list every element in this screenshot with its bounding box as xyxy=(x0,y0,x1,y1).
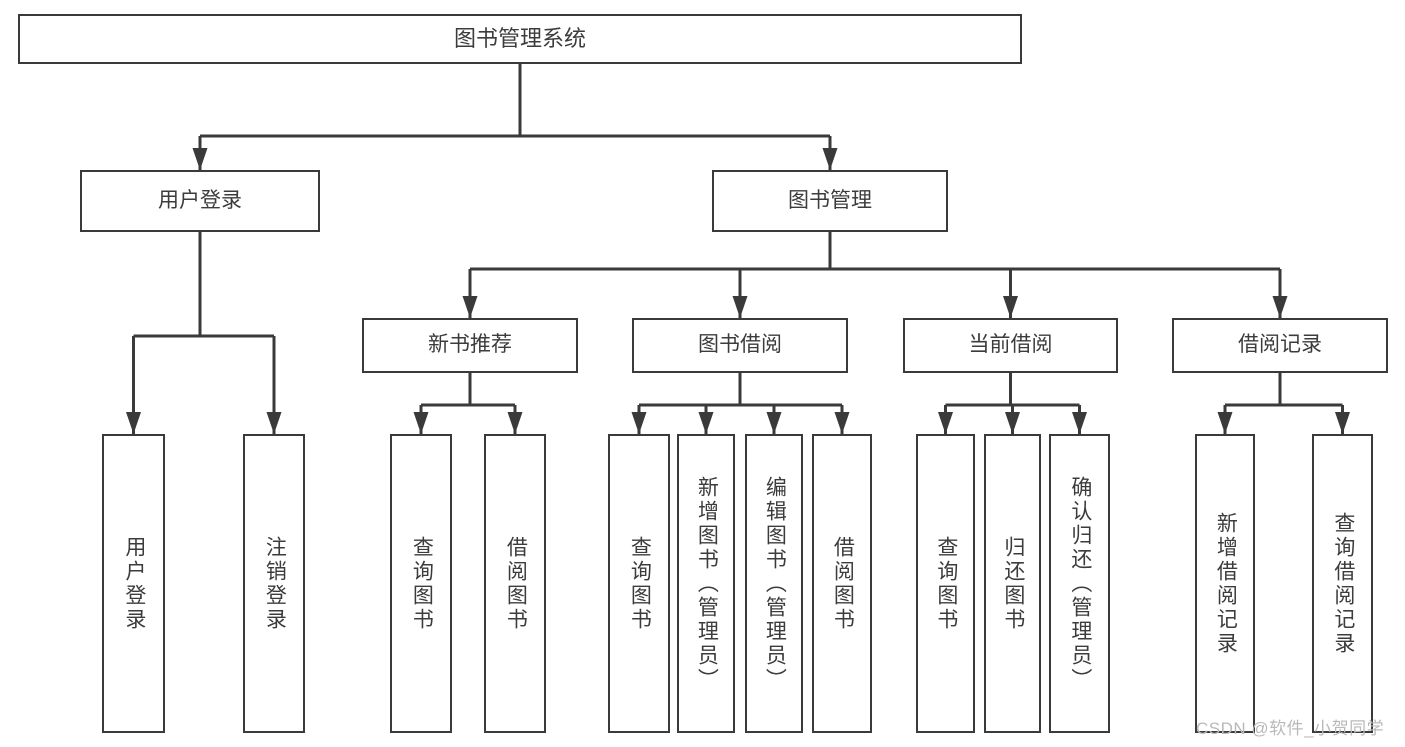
arrowhead-icon xyxy=(834,412,850,434)
node-leaf-user-login[interactable]: 用户登录 xyxy=(102,434,165,733)
node-leaf-add-book[interactable]: 新增图书（管理员） xyxy=(677,434,735,733)
node-root[interactable]: 图书管理系统 xyxy=(18,14,1022,64)
node-new-book-rec[interactable]: 新书推荐 xyxy=(362,318,578,373)
node-label: 当前借阅 xyxy=(968,333,1053,357)
arrowhead-icon xyxy=(938,412,953,434)
node-book-manage[interactable]: 图书管理 xyxy=(712,170,948,232)
node-label: 借阅图书 xyxy=(504,535,528,632)
arrowhead-icon xyxy=(1072,412,1087,434)
arrowhead-icon xyxy=(1005,412,1020,434)
arrowhead-icon xyxy=(766,412,782,434)
node-leaf-edit-book[interactable]: 编辑图书（管理员） xyxy=(745,434,803,733)
node-label: 借阅记录 xyxy=(1238,333,1322,357)
node-label: 新书推荐 xyxy=(428,333,512,357)
arrowhead-icon xyxy=(822,148,838,170)
watermark-text: CSDN @软件_小贺同学 xyxy=(1196,719,1385,738)
node-current-borrow[interactable]: 当前借阅 xyxy=(903,318,1118,373)
node-label: 查询图书 xyxy=(410,535,434,632)
node-leaf-borrow-book-2[interactable]: 借阅图书 xyxy=(812,434,872,733)
arrowhead-icon xyxy=(1217,412,1233,434)
node-label: 图书借阅 xyxy=(698,333,782,357)
node-label: 归还图书 xyxy=(1001,535,1025,632)
arrowhead-icon xyxy=(266,412,282,434)
node-leaf-query-record[interactable]: 查询借阅记录 xyxy=(1312,434,1373,733)
node-leaf-query-book-2[interactable]: 查询图书 xyxy=(608,434,670,733)
node-borrow-record[interactable]: 借阅记录 xyxy=(1172,318,1388,373)
arrowhead-icon xyxy=(1003,296,1018,318)
node-leaf-add-record[interactable]: 新增借阅记录 xyxy=(1195,434,1255,733)
node-user-login[interactable]: 用户登录 xyxy=(80,170,320,232)
node-book-borrow[interactable]: 图书借阅 xyxy=(632,318,848,373)
node-leaf-query-book-3[interactable]: 查询图书 xyxy=(916,434,975,733)
node-label: 编辑图书（管理员） xyxy=(763,475,787,692)
node-label: 新增图书（管理员） xyxy=(695,475,719,692)
arrowhead-icon xyxy=(507,412,523,434)
arrowhead-icon xyxy=(1272,296,1288,318)
arrowhead-icon xyxy=(732,296,748,318)
node-label: 新增借阅记录 xyxy=(1214,511,1238,656)
node-label: 确认归还（管理员） xyxy=(1068,475,1092,692)
node-leaf-logout[interactable]: 注销登录 xyxy=(243,434,305,733)
node-leaf-borrow-book-1[interactable]: 借阅图书 xyxy=(484,434,546,733)
arrowhead-icon xyxy=(126,412,141,434)
arrowhead-icon xyxy=(631,412,647,434)
arrowhead-icon xyxy=(1335,412,1350,434)
node-leaf-return-book[interactable]: 归还图书 xyxy=(984,434,1041,733)
node-label: 图书管理 xyxy=(788,188,872,212)
node-label: 用户登录 xyxy=(122,535,146,632)
node-label: 图书管理系统 xyxy=(453,26,586,52)
arrowhead-icon xyxy=(413,412,429,434)
node-label: 借阅图书 xyxy=(831,535,855,632)
node-label: 查询图书 xyxy=(934,535,958,632)
node-leaf-query-book-1[interactable]: 查询图书 xyxy=(390,434,452,733)
node-label: 用户登录 xyxy=(158,188,242,212)
node-label: 注销登录 xyxy=(263,535,287,632)
arrowhead-icon xyxy=(698,412,714,434)
node-label: 查询图书 xyxy=(628,535,652,632)
arrowhead-icon xyxy=(462,296,478,318)
arrowhead-icon xyxy=(192,148,208,170)
node-leaf-confirm-return[interactable]: 确认归还（管理员） xyxy=(1049,434,1110,733)
node-label: 查询借阅记录 xyxy=(1331,511,1355,656)
